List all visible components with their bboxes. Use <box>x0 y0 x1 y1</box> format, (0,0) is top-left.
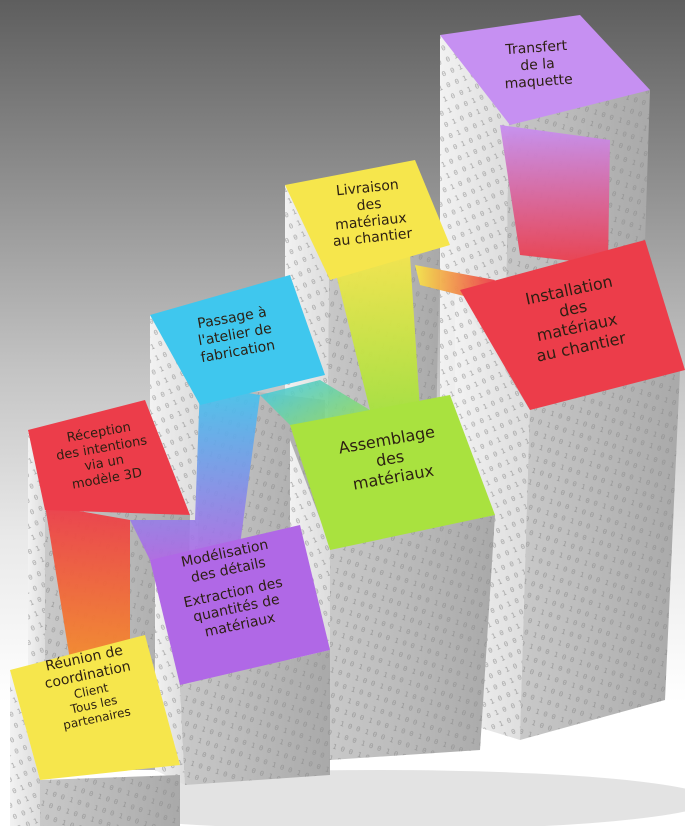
label-livraison: Livraison des matériaux au chantier <box>302 173 438 253</box>
connector-installation-transfert <box>500 125 610 265</box>
tile-livraison <box>285 160 450 280</box>
tile-assemblage <box>290 395 495 550</box>
tile-reunion <box>10 635 180 780</box>
label-transfert: Transfert de la maquette <box>468 35 606 95</box>
connector-reception-reunion <box>45 505 130 660</box>
tile-reception <box>28 400 190 515</box>
tile-installation <box>460 240 685 410</box>
connector-modelisation-passage <box>130 385 260 560</box>
floor-shadow <box>50 770 685 826</box>
connector-assemblage-livraison <box>330 250 420 410</box>
pillar-modelisation <box>155 560 330 785</box>
tile-passage <box>150 275 325 405</box>
tile-transfert <box>440 15 650 125</box>
tile-modelisation <box>150 525 330 685</box>
pillar-reunion <box>10 670 180 826</box>
